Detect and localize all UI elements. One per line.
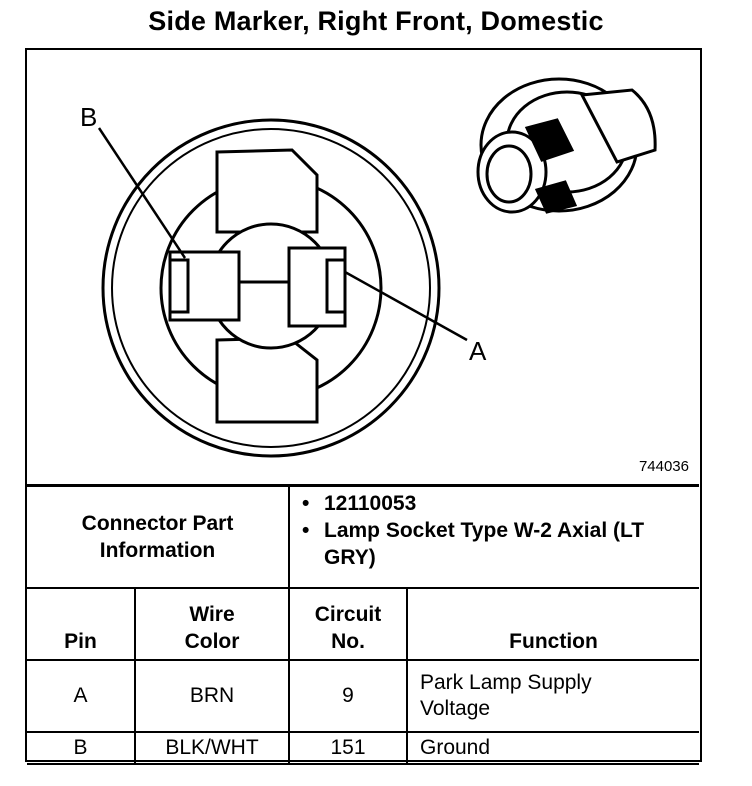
table-header-row: Pin Wire Color Circuit No. Function: [27, 587, 700, 661]
header-pin-text: Pin: [64, 630, 97, 653]
connector-sheet: B A 744036 Connector Part Information 12…: [25, 48, 702, 765]
socket-opening-inner: [485, 144, 533, 204]
header-circuit-line1: Circuit: [314, 603, 382, 626]
row-a-wire-color: BRN: [134, 659, 290, 733]
connector-diagram: B A 744036: [27, 50, 699, 484]
connector-table: Connector Part Information 12110053 Lamp…: [27, 484, 700, 765]
connector-info-label-line1: Connector Part: [81, 512, 234, 535]
connector-info-row: Connector Part Information 12110053 Lamp…: [27, 484, 700, 589]
row-a-circuit: 9: [288, 659, 408, 733]
table-row: B BLK/WHT 151 Ground: [27, 731, 700, 765]
top-tab: [215, 148, 319, 234]
row-a-function: Park Lamp Supply Voltage: [405, 659, 700, 733]
row-a-pin: A: [27, 659, 136, 733]
header-pin: Pin: [27, 587, 136, 661]
connector-socket-type: Lamp Socket Type W-2 Axial (LT GRY): [300, 517, 691, 571]
lamp-socket-illustration: [476, 77, 657, 214]
socket-contact-top: [524, 118, 575, 162]
header-function: Function: [405, 587, 700, 661]
connector-face-drawing: [97, 77, 657, 458]
connector-info-list: 12110053 Lamp Socket Type W-2 Axial (LT …: [287, 484, 700, 589]
bottom-tab: [215, 336, 319, 424]
socket-key: [579, 88, 657, 164]
header-wire-color: Wire Color: [134, 587, 290, 661]
connector-face: [101, 118, 441, 458]
label-a: A: [469, 336, 487, 366]
row-b-function: Ground: [405, 731, 700, 765]
row-b-wire-color: BLK/WHT: [134, 731, 290, 765]
socket-contact-bottom: [534, 180, 578, 214]
figure-id: 744036: [638, 458, 689, 475]
table-row: A BRN 9 Park Lamp Supply Voltage: [27, 659, 700, 733]
header-circuit-no: Circuit No.: [288, 587, 408, 661]
header-circuit-line2: No.: [331, 630, 365, 653]
header-wire-line1: Wire: [189, 603, 235, 626]
connector-part-number: 12110053: [300, 490, 691, 517]
header-function-text: Function: [509, 630, 598, 653]
row-b-circuit: 151: [288, 731, 408, 765]
page-title: Side Marker, Right Front, Domestic: [148, 6, 604, 36]
header-wire-line2: Color: [184, 630, 240, 653]
connector-info-label: Connector Part Information: [27, 484, 290, 589]
leader-line-b: [97, 127, 187, 259]
terminal-b-tip: [168, 258, 190, 314]
label-b: B: [80, 102, 98, 132]
leader-line-a: [344, 270, 468, 342]
terminal-a-tip: [325, 258, 347, 314]
connector-info-label-line2: Information: [99, 539, 216, 562]
row-b-pin: B: [27, 731, 136, 765]
